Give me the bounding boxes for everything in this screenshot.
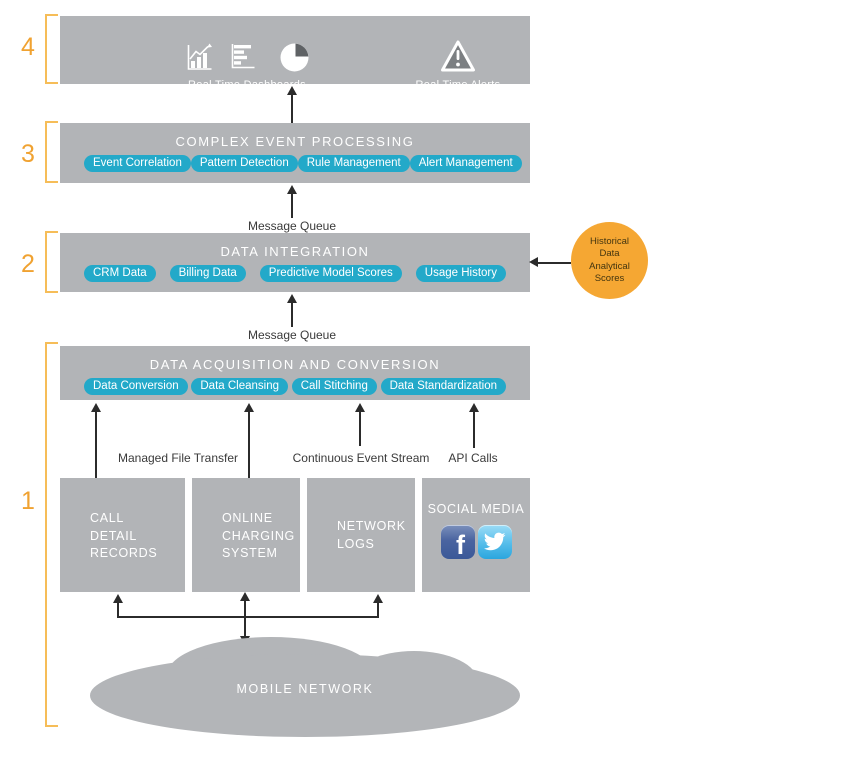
- cep-badge-row: Event Correlation Pattern Detection Rule…: [60, 149, 530, 172]
- integration-band: DATA INTEGRATION CRM Data Billing Data P…: [60, 233, 530, 292]
- badge-data-standardization: Data Standardization: [380, 378, 506, 395]
- online-charging-system-label: ONLINE CHARGING SYSTEM: [222, 511, 295, 560]
- historical-scores-circle: Historical Data Analytical Scores: [571, 222, 648, 299]
- badge-billing-data: Billing Data: [169, 265, 246, 282]
- section-bracket-3: [45, 121, 58, 183]
- flow-arrow-acquisition-to-integration: [286, 294, 298, 327]
- pie-chart-icon: [279, 42, 310, 78]
- historical-scores-line: Analytical: [589, 260, 630, 272]
- badge-predictive-model-scores: Predictive Model Scores: [259, 265, 402, 282]
- historical-scores-line: Data: [599, 248, 620, 260]
- message-queue-label-upper: Message Queue: [247, 219, 337, 233]
- managed-file-transfer-label: Managed File Transfer: [117, 451, 239, 465]
- badge-data-conversion: Data Conversion: [84, 378, 188, 395]
- badge-call-stitching: Call Stitching: [291, 378, 377, 395]
- flow-arrow-integration-to-cep: [286, 185, 298, 218]
- acquisition-title: DATA ACQUISITION AND CONVERSION: [149, 357, 441, 372]
- integration-title: DATA INTEGRATION: [220, 244, 370, 259]
- dashboard-icons-group: [184, 42, 310, 78]
- facebook-icon: f: [440, 525, 475, 561]
- network-connector-line: [118, 616, 378, 618]
- badge-pattern-detection: Pattern Detection: [190, 155, 298, 172]
- badge-usage-history: Usage History: [415, 265, 506, 282]
- call-detail-records-label: CALL DETAIL RECORDS: [90, 511, 158, 560]
- warning-triangle-icon: [440, 39, 476, 78]
- real-time-dashboards-label: Real Time Dashboards: [188, 79, 306, 91]
- twitter-bird-icon: [477, 525, 512, 559]
- api-calls-label: API Calls: [448, 451, 498, 465]
- online-charging-system-box: ONLINE CHARGING SYSTEM: [192, 478, 300, 592]
- flow-arrow-historical-to-integration: [529, 257, 571, 268]
- badge-alert-management: Alert Management: [409, 155, 522, 172]
- badge-data-cleansing: Data Cleansing: [191, 378, 289, 395]
- cep-band: COMPLEX EVENT PROCESSING Event Correlati…: [60, 123, 530, 183]
- badge-event-correlation: Event Correlation: [84, 155, 191, 172]
- flow-arrow-cdr-to-acquisition: [90, 403, 102, 478]
- network-logs-label: NETWORK LOGS: [337, 519, 406, 551]
- flow-arrow-network-to-logs: [372, 594, 384, 618]
- flow-arrow-network-to-cdr: [112, 594, 124, 618]
- social-media-icons: f: [422, 525, 530, 559]
- flow-arrow-ocs-to-acquisition: [243, 403, 255, 478]
- section-bracket-1: [45, 342, 58, 727]
- mobile-network-cloud: [90, 654, 520, 737]
- network-logs-box: NETWORK LOGS: [307, 478, 415, 592]
- badge-crm-data: CRM Data: [84, 265, 156, 282]
- section-number-4: 4: [21, 33, 35, 61]
- call-detail-records-box: CALL DETAIL RECORDS: [60, 478, 185, 592]
- dashboards-band: Real Time Dashboards Real Time Alerts: [60, 16, 530, 91]
- cep-title: COMPLEX EVENT PROCESSING: [175, 134, 415, 149]
- message-queue-label-lower: Message Queue: [247, 328, 337, 342]
- continuous-event-stream-label: Continuous Event Stream: [292, 451, 430, 465]
- historical-scores-line: Scores: [594, 272, 625, 284]
- acquisition-band: DATA ACQUISITION AND CONVERSION Data Con…: [60, 346, 530, 400]
- integration-badge-row: CRM Data Billing Data Predictive Model S…: [60, 259, 530, 282]
- historical-scores-line: Historical: [589, 235, 630, 247]
- section-number-1: 1: [21, 487, 35, 515]
- combo-chart-icon: [184, 42, 214, 78]
- social-media-label: SOCIAL MEDIA: [427, 502, 525, 516]
- section-bracket-4: [45, 14, 58, 84]
- mobile-network-label: MOBILE NETWORK: [236, 682, 374, 696]
- facebook-letter: f: [456, 530, 465, 561]
- section-number-2: 2: [21, 250, 35, 278]
- flow-arrow-cep-to-dashboards: [286, 86, 298, 123]
- section-bracket-2: [45, 231, 58, 293]
- flow-arrow-api-to-acquisition: [468, 403, 480, 448]
- acquisition-badge-row: Data Conversion Data Cleansing Call Stit…: [60, 372, 530, 395]
- hbar-chart-icon: [229, 42, 256, 76]
- real-time-alerts-label: Real Time Alerts: [415, 79, 501, 91]
- section-number-3: 3: [21, 140, 35, 168]
- flow-arrow-event-stream-to-acquisition: [354, 403, 366, 446]
- badge-rule-management: Rule Management: [297, 155, 410, 172]
- social-media-box: SOCIAL MEDIA f: [422, 478, 530, 592]
